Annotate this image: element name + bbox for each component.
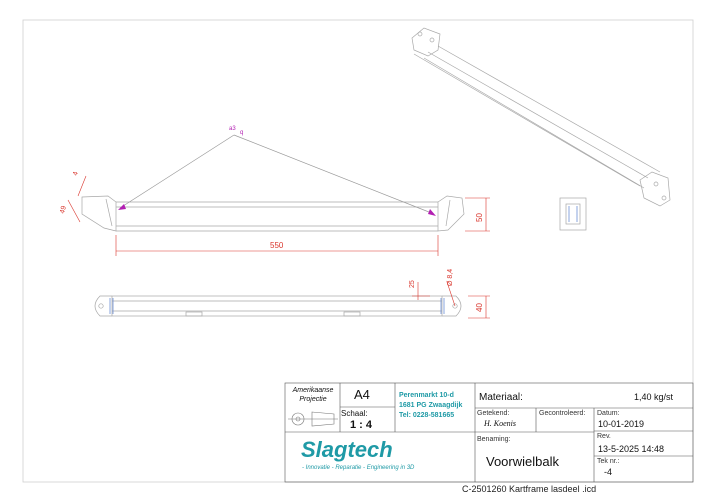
address-line1: Perenmarkt 10-d xyxy=(399,392,454,399)
address-line3: Tel: 0228-581665 xyxy=(399,412,455,419)
bottom-view xyxy=(94,295,462,317)
projection-label: Amerikaanse Projectie xyxy=(292,387,334,403)
bottom-dims xyxy=(412,281,490,319)
company-tagline: - Innovatie - Reparatie - Engineering in… xyxy=(302,465,415,471)
scale-value: 1 : 4 xyxy=(350,419,373,431)
projection-symbol xyxy=(288,411,338,427)
bottom-view-slots xyxy=(109,298,445,314)
weld-sub-label: q xyxy=(240,130,243,136)
titleblock-grid xyxy=(284,382,694,483)
iso-view xyxy=(411,27,671,207)
side-view xyxy=(559,197,587,231)
date-label: Datum: xyxy=(597,410,620,417)
dim-50: 50 xyxy=(475,213,484,222)
side-view-slots xyxy=(568,206,578,222)
scale-label: Schaal: xyxy=(341,409,368,418)
name-label: Benaming: xyxy=(477,436,511,443)
drawing-no-value: -4 xyxy=(604,467,613,477)
drawn-label: Getekend: xyxy=(477,410,510,417)
drawing-no-label: Tek nr.: xyxy=(597,458,620,465)
dim-phi: Ø 8,4 xyxy=(447,269,454,286)
drawn-value: H. Koenis xyxy=(484,419,516,428)
front-view xyxy=(81,134,465,232)
rev-value: 13-5-2025 14:48 xyxy=(598,444,665,454)
checked-label: Gecontroleerd: xyxy=(539,410,586,417)
material-value: 1,40 kg/st xyxy=(634,392,674,402)
dim-550-lines xyxy=(67,175,490,256)
weld-arrow-left xyxy=(118,204,126,210)
dim-49: 49 xyxy=(59,205,68,214)
rev-label: Rev. xyxy=(597,433,611,440)
footer-filename: C-2501260 Kartframe lasdeel .icd xyxy=(462,484,597,494)
dim-550: 550 xyxy=(270,241,284,250)
dim-4: 4 xyxy=(72,171,80,177)
dim-40: 40 xyxy=(475,303,484,312)
date-value: 10-01-2019 xyxy=(598,419,645,429)
dim-25: 25 xyxy=(409,280,416,288)
name-value: Voorwielbalk xyxy=(486,454,559,469)
company-logo: Slagtech xyxy=(301,437,393,462)
address-line2: 1681 PG Zwaagdijk xyxy=(399,402,463,409)
material-label: Materiaal: xyxy=(479,392,523,403)
weld-symbol-label: a3 xyxy=(229,126,236,132)
weld-arrow-right xyxy=(428,209,436,216)
sheet-size: A4 xyxy=(354,387,370,402)
